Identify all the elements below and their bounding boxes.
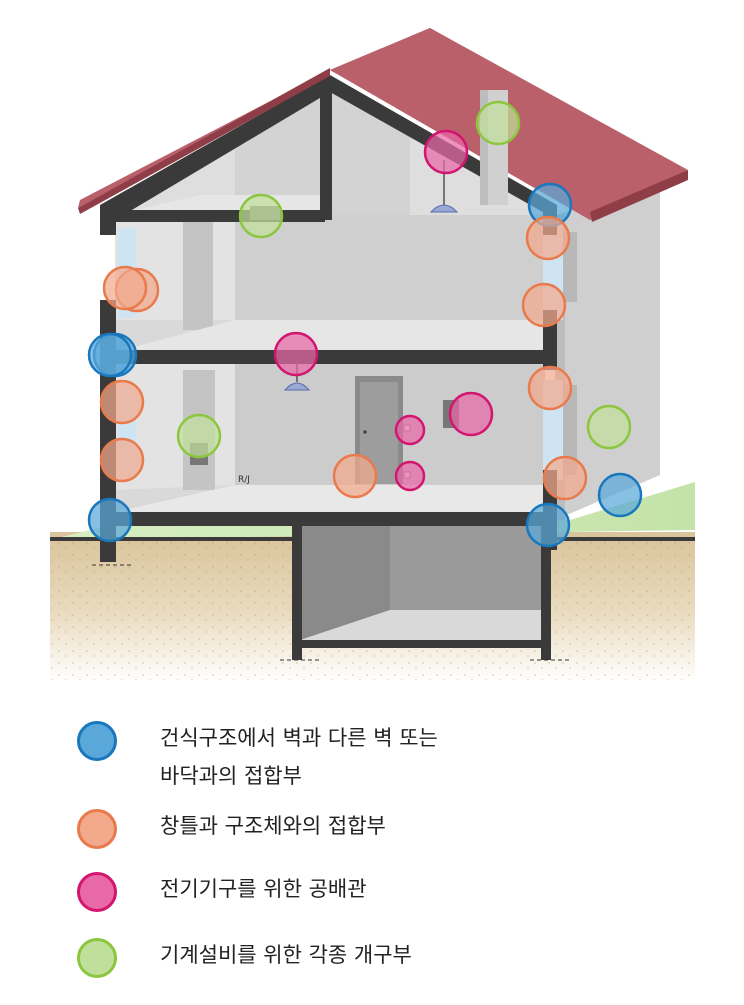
marker-window [521,282,567,328]
legend-label-mechanical: 기계설비를 위한 각종 개구부 [160,943,412,967]
basement [92,522,570,661]
legend-label-junction-line1: 건식구조에서 벽과 다른 벽 또는 [160,726,438,750]
door [355,376,403,484]
marker-mechanical [238,193,284,239]
legend-dot-electric [77,872,117,912]
marker-electric [423,129,469,175]
legend-label-junction-line2: 바닥과의 접합부 [160,764,302,788]
marker-junction [597,472,643,518]
marker-electric [394,460,426,492]
legend-item-electric: 전기기구를 위한 공배관 [0,871,744,915]
marker-junction [87,497,133,543]
marker-electric [448,391,494,437]
legend-label-electric: 전기기구를 위한 공배관 [160,877,367,901]
house-section-diagram: R/J [50,28,695,682]
marker-window [332,453,378,499]
marker-mechanical [475,100,521,146]
marker-mechanical [176,413,222,459]
markers [87,100,643,548]
legend-dot-mechanical [77,938,117,978]
marker-junction [87,332,133,378]
marker-electric [273,331,319,377]
marker-window [527,365,573,411]
legend-label-window: 창틀과 구조체와의 접합부 [160,814,386,838]
marker-mechanical [586,404,632,450]
legend-dot-window [77,809,117,849]
marker-electric [394,414,426,446]
marker-window [99,437,145,483]
marker-window [99,379,145,425]
small-note: R/J [238,475,250,485]
legend-item-junction: 건식구조에서 벽과 다른 벽 또는 바닥과의 접합부 [0,720,744,800]
legend-dot-junction [77,721,117,761]
legend-item-mechanical: 기계설비를 위한 각종 개구부 [0,937,744,981]
marker-window [542,455,588,501]
legend-item-window: 창틀과 구조체와의 접합부 [0,808,744,852]
marker-junction [525,502,571,548]
marker-window [525,215,571,261]
marker-window [102,265,148,311]
